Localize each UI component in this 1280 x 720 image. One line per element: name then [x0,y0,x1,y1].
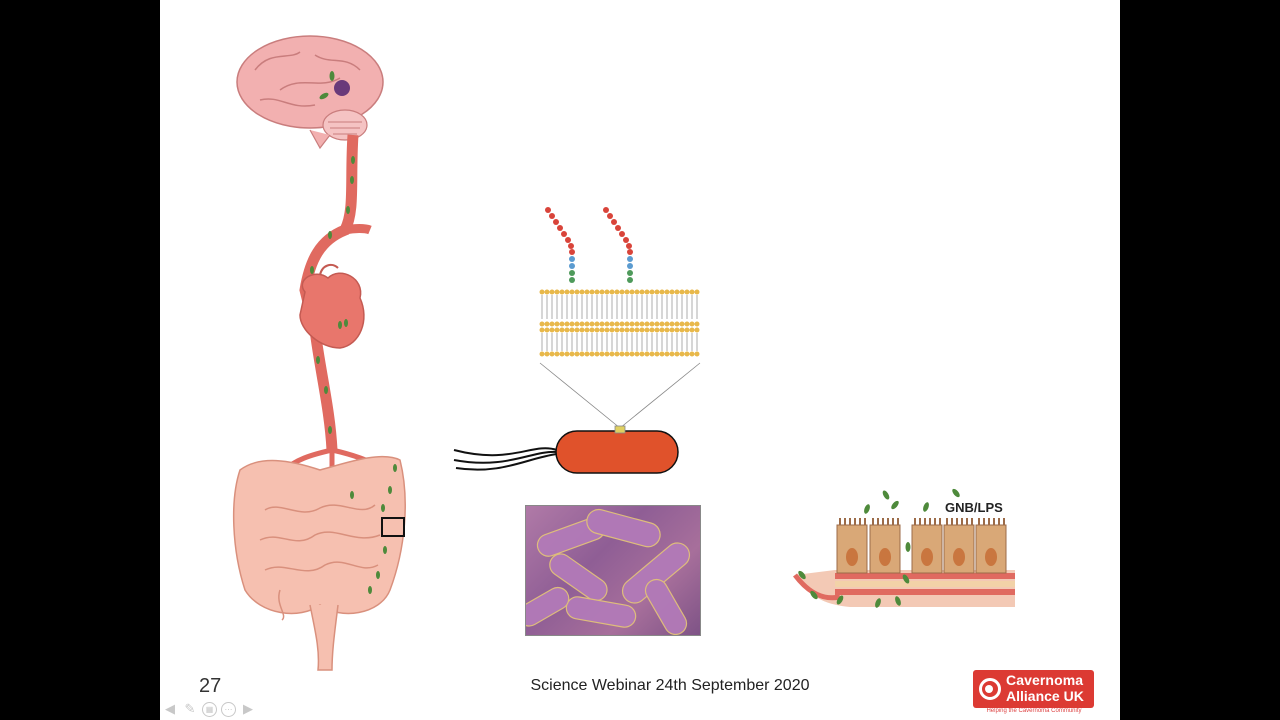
slides-icon[interactable]: ▦ [202,701,217,717]
membrane-diagram [539,207,701,429]
epithelial-cells [836,524,1007,574]
blood-vessel [299,134,359,451]
arrow-right-icon[interactable]: ▶ [243,701,253,716]
logo-line2: Alliance UK [1006,688,1084,704]
more-icon[interactable]: ⋯ [221,701,236,717]
logo-tagline: Helping the Cavernoma Community [986,708,1082,714]
gnb-lps-label: GNB/LPS [945,500,1003,515]
gut-epithelium-diagram [793,488,1015,608]
bacterium-body [555,430,679,474]
heart [299,263,365,349]
gnb-bacteria [798,488,960,608]
lipid-bilayer [539,289,700,358]
bacterium-illustration [453,425,679,474]
footer-text: Science Webinar 24th September 2020 [530,677,810,694]
bacteria-micrograph [525,505,701,636]
lps-chains [545,207,633,283]
brain [236,35,384,150]
slide: GNB/LPS 27 Science Webinar 24th Septembe… [160,0,1120,720]
slide-number: 27 [199,675,222,697]
arrow-left-icon[interactable]: ◀ [165,701,175,716]
slide-nav-toolbar: ◀ ✎ ▦ ⋯ ▶ [162,700,256,718]
bacteria-markers [310,156,397,594]
logo-line1: Cavernoma [1006,672,1084,688]
intestines [232,455,406,671]
cavernoma-alliance-logo: Cavernoma Alliance UK [973,670,1094,708]
zoom-box [381,517,405,537]
logo-icon [979,678,1001,700]
anatomy-illustration [232,35,406,671]
pen-icon[interactable]: ✎ [184,701,196,716]
